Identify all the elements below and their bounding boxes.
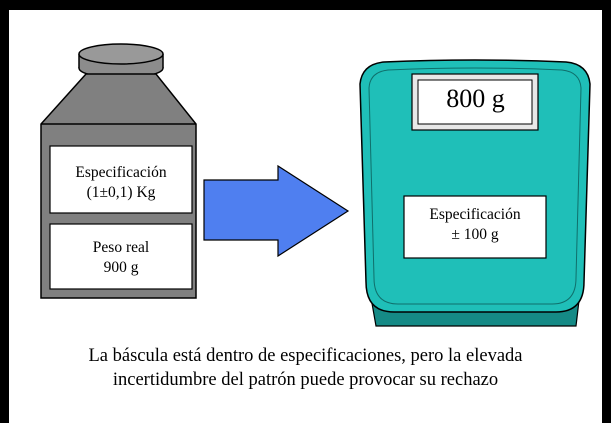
scale-display: [417, 79, 533, 125]
scale-specification-label: Especificación ± 100 g: [404, 205, 546, 245]
weight-spec-title: Especificación: [75, 164, 167, 181]
weight-real-value: 900 g: [103, 258, 139, 276]
weight-real-title: Peso real: [92, 239, 150, 256]
caption: La báscula está dentro de especificacion…: [20, 345, 591, 392]
scale-spec-value: ± 100 g: [451, 225, 499, 243]
scale-reading: 800 g: [446, 84, 505, 113]
weight-real-panel: [49, 223, 193, 290]
weight-spec-panel: [49, 145, 193, 214]
weight-specification-label: Especificación (1±0,1) Kg: [52, 163, 190, 203]
caption-line-2: incertidumbre del patrón puede provocar …: [112, 369, 499, 390]
weight-real-label: Peso real 900 g: [52, 238, 190, 278]
caption-line-1: La báscula está dentro de especificacion…: [88, 346, 523, 366]
scale-spec-title: Especificación: [429, 206, 521, 223]
scale-spec-panel: [403, 195, 547, 259]
weight-spec-value: (1±0,1) Kg: [86, 183, 156, 201]
arrow-icon: [203, 164, 350, 258]
scale-inner-rim: [368, 67, 582, 305]
weight-cap-top: [78, 43, 164, 65]
